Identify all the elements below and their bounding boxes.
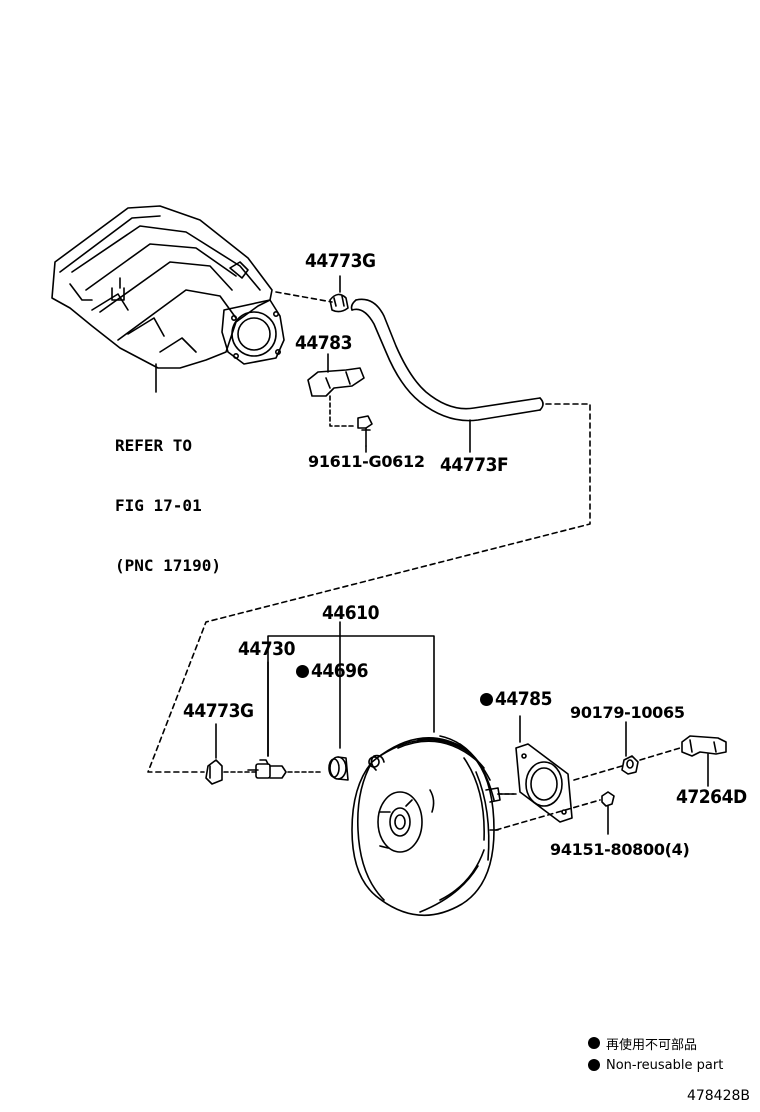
label-44773g-bottom: 44773G — [183, 700, 254, 722]
label-44610: 44610 — [322, 602, 379, 624]
legend-text-jp: 再使用不可部品 — [606, 1037, 698, 1053]
legend-text-en: Non-reusable part — [606, 1057, 724, 1073]
nut-94151 — [601, 791, 615, 807]
label-44773g-top: 44773G — [305, 250, 376, 272]
bolt-91611 — [357, 415, 373, 447]
label-44696-text: 44696 — [311, 660, 368, 682]
label-44785-text: 44785 — [495, 688, 552, 710]
label-44730: 44730 — [238, 638, 295, 660]
figure-id: 478428B — [686, 1088, 750, 1104]
nut-90179 — [621, 755, 639, 775]
label-44696: 44696 — [296, 662, 368, 681]
legend-row-en: Non-reusable part — [588, 1054, 723, 1076]
non-reusable-dot-icon — [480, 693, 493, 706]
legend-row-jp: 再使用不可部品 — [588, 1032, 723, 1054]
label-44783: 44783 — [295, 332, 352, 354]
refer-to-note: REFER TO FIG 17-01 (PNC 17190) — [115, 396, 221, 596]
label-44773f: 44773F — [440, 454, 509, 476]
refer-line-2: FIG 17-01 — [115, 496, 202, 515]
label-94151: 94151-80800(4) — [550, 840, 690, 859]
bracket-44783 — [307, 367, 365, 397]
bracket-47264d — [681, 735, 727, 757]
legend-dot-icon — [588, 1059, 600, 1071]
grommet-44696 — [328, 756, 349, 781]
intake-manifold-drawing — [51, 205, 285, 369]
label-44785: 44785 — [480, 690, 552, 709]
non-reusable-dot-icon — [296, 665, 309, 678]
brake-booster-drawing — [351, 735, 515, 916]
clip-44773g-bottom — [205, 759, 223, 785]
hose-44773f — [350, 298, 544, 422]
label-91611: 91611-G0612 — [308, 452, 425, 471]
label-47264d: 47264D — [676, 786, 747, 808]
label-90179: 90179-10065 — [570, 703, 685, 722]
clip-44773g-top — [329, 293, 349, 313]
refer-line-1: REFER TO — [115, 436, 193, 455]
check-valve-44730 — [247, 759, 287, 779]
legend-dot-icon — [588, 1037, 600, 1049]
refer-line-3: (PNC 17190) — [115, 556, 221, 575]
gasket-44785 — [515, 743, 573, 823]
legend: 再使用不可部品 Non-reusable part — [588, 1032, 723, 1076]
